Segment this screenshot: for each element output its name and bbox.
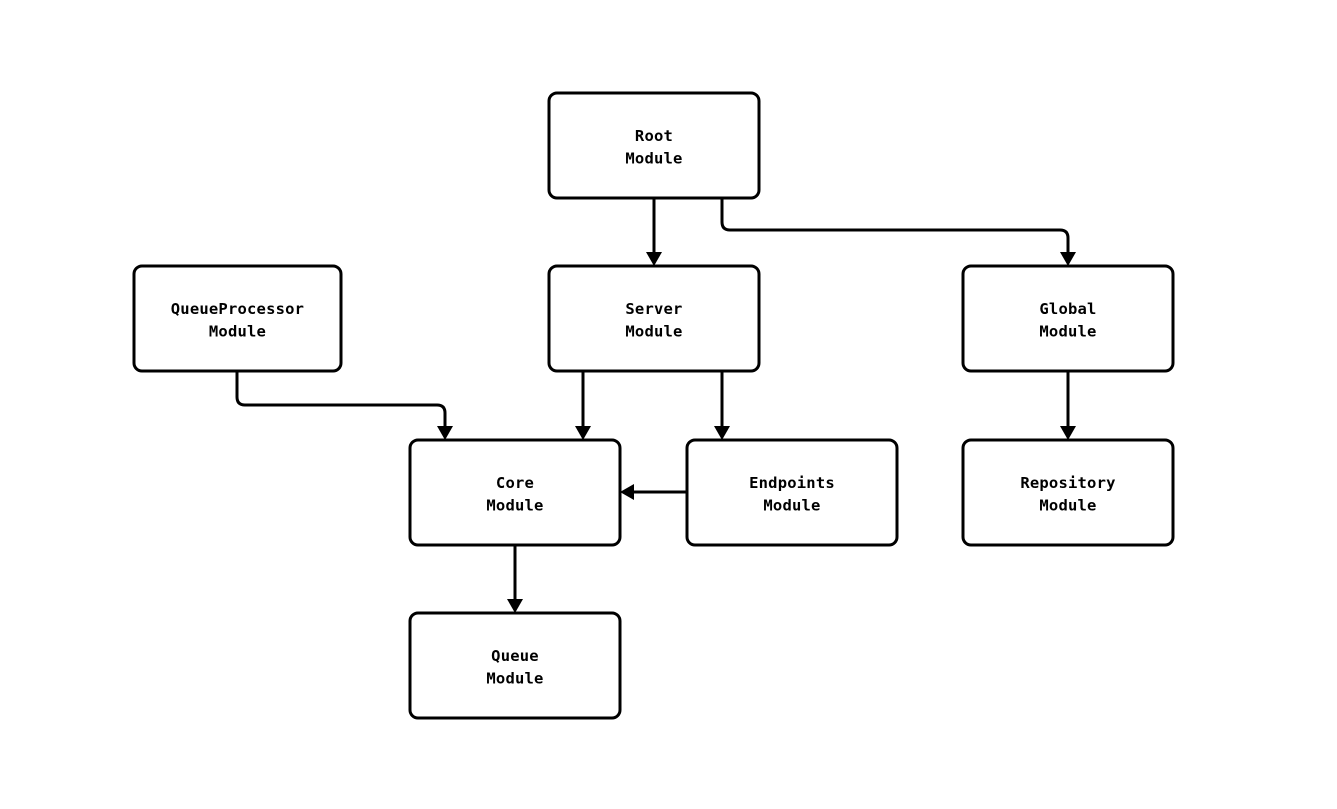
- edge-root-to-global-line: [720, 198, 1070, 252]
- edge-global-to-repository: [1060, 371, 1076, 440]
- edge-queueprocessor-to-core-line: [235, 371, 447, 426]
- edge-server-to-endpoints-arrowhead: [714, 426, 730, 440]
- edge-root-to-server-arrowhead: [646, 252, 662, 266]
- server-module-node-label-line1: Server: [625, 299, 682, 317]
- repository-module-node-label-line2: Module: [1039, 496, 1096, 514]
- endpoints-module-node-label-line1: Endpoints: [749, 473, 835, 491]
- queue-module-node-box[interactable]: [408, 611, 622, 720]
- global-module-node-box[interactable]: [961, 264, 1175, 373]
- edge-core-to-queue: [507, 545, 523, 613]
- core-module-node-label-line1: Core: [496, 473, 534, 491]
- root-module-node-label-line1: Root: [635, 126, 673, 144]
- endpoints-module-node-label-line2: Module: [763, 496, 820, 514]
- edge-endpoints-to-core: [620, 484, 687, 500]
- queueprocessor-module-node-label-line2: Module: [209, 322, 266, 340]
- edge-core-to-queue-arrowhead: [507, 599, 523, 613]
- root-module-node-label-line2: Module: [625, 149, 682, 167]
- edge-endpoints-to-core-arrowhead: [620, 484, 634, 500]
- server-module-node-label-line2: Module: [625, 322, 682, 340]
- edge-server-to-core: [575, 371, 591, 440]
- queueprocessor-module-node-label-line1: QueueProcessor: [171, 299, 304, 317]
- root-module-node-box[interactable]: [547, 91, 761, 200]
- edge-root-to-server: [646, 198, 662, 266]
- queueprocessor-module-node-box[interactable]: [132, 264, 343, 373]
- edge-global-to-repository-arrowhead: [1060, 426, 1076, 440]
- core-module-node-label-line2: Module: [486, 496, 543, 514]
- queue-module-node-label-line1: Queue: [491, 646, 539, 664]
- queue-module-node-label-line2: Module: [486, 669, 543, 687]
- edge-root-to-global-arrowhead: [1060, 252, 1076, 266]
- global-module-node-label-line2: Module: [1039, 322, 1096, 340]
- edge-root-to-global: [720, 198, 1076, 266]
- repository-module-node-label-line1: Repository: [1020, 473, 1115, 491]
- edge-server-to-core-arrowhead: [575, 426, 591, 440]
- edge-server-to-endpoints: [714, 371, 730, 440]
- edges-layer: [235, 198, 1076, 613]
- core-module-node-box[interactable]: [408, 438, 622, 547]
- endpoints-module-node-box[interactable]: [685, 438, 899, 547]
- edge-queueprocessor-to-core-arrowhead: [437, 426, 453, 440]
- server-module-node-box[interactable]: [547, 264, 761, 373]
- global-module-node-label-line1: Global: [1039, 299, 1096, 317]
- repository-module-node-box[interactable]: [961, 438, 1175, 547]
- edge-queueprocessor-to-core: [235, 371, 453, 440]
